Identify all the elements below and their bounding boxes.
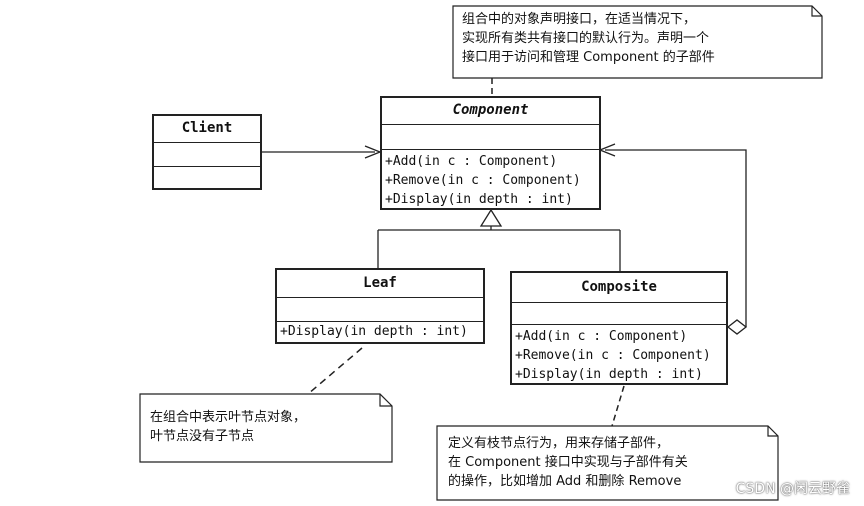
leaf-attributes (277, 298, 483, 322)
component-note-fold (811, 6, 822, 17)
aggregation-diamond (726, 319, 748, 335)
composite-class[interactable]: Composite +Add(in c : Component) +Remove… (510, 271, 728, 385)
component-note-shape (452, 5, 823, 79)
leaf-class[interactable]: Leaf +Display(in depth : int) (275, 268, 485, 344)
leaf-note-line-2: 叶节点没有子节点 (150, 429, 255, 444)
leaf-note-anchor (307, 347, 363, 395)
leaf-note-shape (139, 393, 393, 463)
component-class-name: Component (382, 98, 599, 125)
leaf-note-line-1: 在组合中表示叶节点对象， (150, 410, 307, 425)
client-class-name: Client (154, 116, 260, 143)
leaf-note: 在组合中表示叶节点对象， 叶节点没有子节点 (150, 408, 306, 446)
composite-note-fold (767, 426, 778, 437)
composite-note-anchor (611, 385, 625, 427)
component-op-display: +Display(in depth : int) (385, 192, 573, 207)
composite-operations: +Add(in c : Component) +Remove(in c : Co… (512, 325, 726, 384)
composite-attributes (512, 303, 726, 325)
client-class[interactable]: Client (152, 114, 262, 190)
component-class[interactable]: Component +Add(in c : Component) +Remove… (380, 96, 601, 210)
composite-note-line-1: 定义有枝节点行为，用来存储子部件， (448, 436, 670, 451)
composite-note: 定义有枝节点行为，用来存储子部件， 在 Component 接口中实现与子部件有… (448, 434, 688, 491)
composite-note-line-2: 在 Component 接口中实现与子部件有关 (448, 455, 688, 470)
component-op-add: +Add(in c : Component) (385, 154, 558, 169)
component-note: 组合中的对象声明接口，在适当情况下， 实现所有类共有接口的默认行为。声明一个 接… (462, 10, 715, 67)
aggregation-line (605, 149, 747, 327)
client-attributes (154, 143, 260, 167)
leaf-op-display: +Display(in depth : int) (280, 324, 468, 339)
leaf-class-name: Leaf (277, 270, 483, 298)
composite-op-remove: +Remove(in c : Component) (515, 348, 711, 363)
composite-op-display: +Display(in depth : int) (515, 367, 703, 382)
leaf-operations: +Display(in depth : int) (277, 322, 483, 341)
component-op-remove: +Remove(in c : Component) (385, 173, 581, 188)
component-note-line-2: 实现所有类共有接口的默认行为。声明一个 (462, 31, 710, 46)
watermark: CSDN @闲云野雀 (735, 481, 850, 497)
client-operations (154, 167, 260, 188)
leaf-note-fold (379, 394, 392, 407)
component-note-line-1: 组合中的对象声明接口，在适当情况下， (462, 12, 697, 27)
composite-op-add: +Add(in c : Component) (515, 329, 688, 344)
composite-note-line-3: 的操作，比如增加 Add 和删除 Remove (448, 474, 682, 489)
composite-note-shape (436, 425, 779, 501)
component-attributes (382, 125, 599, 150)
composite-class-name: Composite (512, 273, 726, 303)
component-operations: +Add(in c : Component) +Remove(in c : Co… (382, 150, 599, 209)
generalization-triangle (479, 208, 503, 227)
component-note-line-3: 接口用于访问和管理 Component 的子部件 (462, 50, 715, 65)
